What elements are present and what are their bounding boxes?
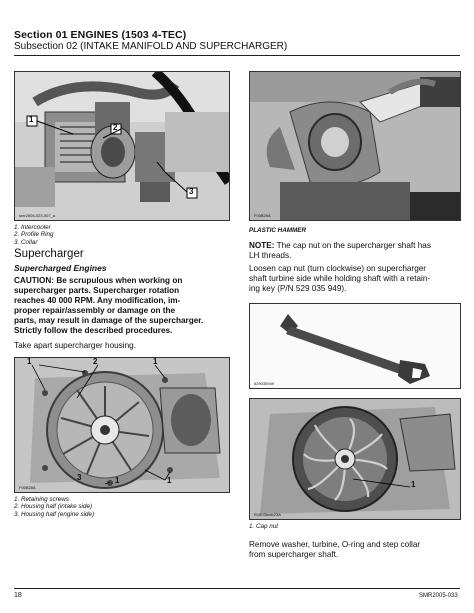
subheading-supercharged-engines: Supercharged Engines [14, 263, 107, 273]
figure-plastic-hammer: F00B29A [249, 71, 461, 221]
caution-line: proper repair/assembly or damage on the [14, 306, 176, 315]
callout-3: 3 [189, 187, 194, 196]
callout-2: 2 [113, 123, 118, 132]
caution-line: parts, may result in damage of the super… [14, 316, 204, 325]
header-rule [14, 55, 460, 56]
heading-supercharger: Supercharger [14, 248, 84, 260]
note-line: The cap nut on the supercharger shaft ha… [276, 241, 431, 250]
legend-item: 3. Collar [14, 238, 38, 246]
figure-code: smr2005-023-007_a [19, 213, 56, 218]
figure-5-legend: 1. Cap nut [249, 523, 278, 530]
caution-line: Be scrupulous when working on [56, 276, 183, 285]
loosen-instruction: Loosen cap nut (turn clockwise) on super… [249, 264, 463, 294]
callout-1: 1 [29, 115, 34, 124]
loosen-line: Loosen cap nut (turn clockwise) on super… [249, 264, 427, 273]
legend-item: 1. Cap nut [249, 523, 279, 530]
remove-line: Remove washer, turbine, O-ring and step … [249, 540, 421, 549]
figure-code: 529035949 [254, 381, 275, 386]
caution-line: reaches 40 000 RPM. Any modification, im… [14, 296, 181, 305]
footer-rule [14, 588, 460, 589]
note-block: NOTE: The cap nut on the supercharger sh… [249, 241, 463, 261]
callout-3: 3 [77, 473, 82, 482]
loosen-line: shaft turbine side while holding shaft w… [249, 274, 431, 283]
figure-3-legend: 1. Retaining screws 2. Housing half (int… [14, 496, 94, 518]
page-number: 18 [14, 592, 22, 599]
callout-2: 2 [93, 357, 98, 366]
figure-code: F00B29A [254, 213, 271, 218]
callout-1: 1 [115, 476, 120, 485]
callout-1: 1 [153, 357, 158, 366]
callout-1: 1 [411, 480, 416, 489]
caution-line: supercharger parts. Supercharger rotatio… [14, 286, 180, 295]
legend-item: 2. Housing half (intake side) [14, 503, 93, 511]
legend-item: 1. Retaining screws [14, 496, 69, 503]
callout-1: 1 [27, 357, 32, 366]
document-code: SMR2005-033 [419, 593, 458, 599]
figure-caption-plastic-hammer: PLASTIC HAMMER [249, 227, 307, 234]
section-title: Section 01 ENGINES (1503 4-TEC) [14, 29, 187, 41]
loosen-line: ing key (P/N 529 035 949). [249, 284, 347, 293]
caution-line: Strictly follow the described procedures… [14, 326, 173, 335]
legend-item: 2. Profile Ring [14, 231, 54, 239]
figure-intercooler: 1 2 3 smr2005-023-007_a [14, 71, 230, 221]
figure-cap-nut: 1 R1503motr23A [249, 398, 461, 520]
remove-instruction: Remove washer, turbine, O-ring and step … [249, 540, 463, 560]
figure-code: F00B28A [19, 485, 36, 490]
caution-label: CAUTION: [14, 276, 55, 285]
note-line: LH threads. [249, 251, 292, 260]
figure-code: R1503motr23A [254, 512, 281, 517]
figure-retaining-key: 529035949 [249, 303, 461, 389]
note-label: NOTE: [249, 241, 275, 250]
subsection-title: Subsection 02 (INTAKE MANIFOLD AND SUPER… [14, 41, 288, 52]
figure-supercharger-housing: 1 2 1 3 1 1 F00B28A [14, 357, 230, 493]
legend-item: 3. Housing half (engine side) [14, 510, 95, 518]
figure-1-legend: 1. Intercooler 2. Profile Ring 3. Collar [14, 224, 54, 246]
legend-item: 1. Intercooler [14, 224, 51, 231]
instruction-take-apart: Take apart supercharger housing. [14, 341, 136, 350]
callout-1: 1 [167, 476, 172, 485]
caution-block: CAUTION: Be scrupulous when working on s… [14, 276, 228, 336]
remove-line: from supercharger shaft. [249, 550, 339, 559]
